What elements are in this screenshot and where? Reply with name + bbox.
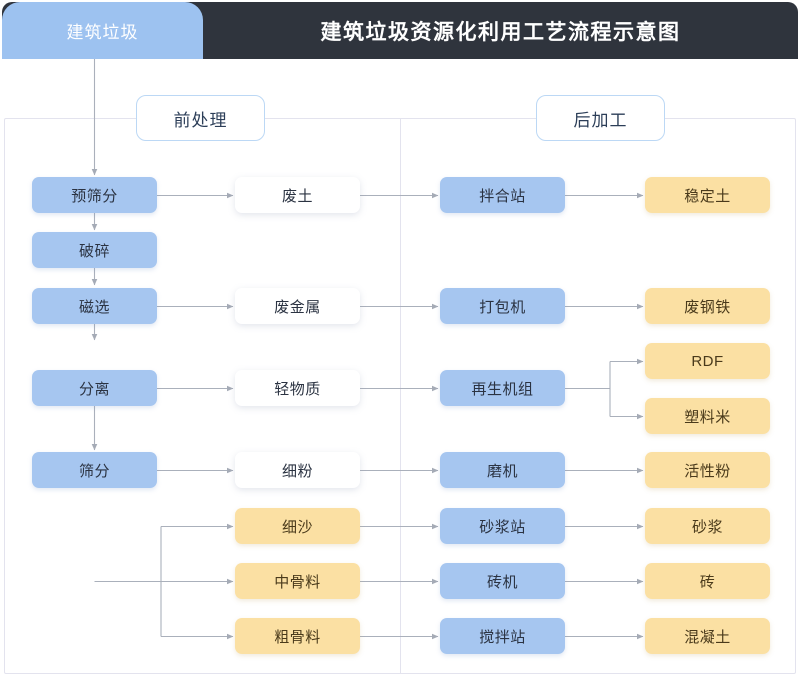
node-light-mat[interactable]: 轻物质	[235, 370, 360, 406]
node-waste-metal[interactable]: 废金属	[235, 288, 360, 324]
node-crush[interactable]: 破碎	[32, 232, 157, 268]
node-waste-soil[interactable]: 废土	[235, 177, 360, 213]
node-mixing-station[interactable]: 拌合站	[440, 177, 565, 213]
node-screen[interactable]: 筛分	[32, 452, 157, 488]
node-brick[interactable]: 砖	[645, 563, 770, 599]
node-magnetic[interactable]: 磁选	[32, 288, 157, 324]
node-baler[interactable]: 打包机	[440, 288, 565, 324]
node-coarse-agg[interactable]: 粗骨料	[235, 618, 360, 654]
node-mill[interactable]: 磨机	[440, 452, 565, 488]
section-divider	[400, 118, 401, 674]
node-batching-plant[interactable]: 搅拌站	[440, 618, 565, 654]
node-concrete[interactable]: 混凝土	[645, 618, 770, 654]
node-separate[interactable]: 分离	[32, 370, 157, 406]
section-label-pre-processing: 前处理	[136, 95, 265, 141]
node-pre-screen[interactable]: 预筛分	[32, 177, 157, 213]
node-mortar[interactable]: 砂浆	[645, 508, 770, 544]
page-title: 建筑垃圾资源化利用工艺流程示意图	[320, 20, 681, 44]
node-stabilized-soil[interactable]: 稳定土	[645, 177, 770, 213]
node-fine-sand[interactable]: 细沙	[235, 508, 360, 544]
section-label-post-processing: 后加工	[536, 95, 665, 141]
node-scrap-steel[interactable]: 废钢铁	[645, 288, 770, 324]
node-plastic-pellet[interactable]: 塑料米	[645, 398, 770, 434]
node-mid-agg[interactable]: 中骨料	[235, 563, 360, 599]
node-fine-powder[interactable]: 细粉	[235, 452, 360, 488]
node-rdf[interactable]: RDF	[645, 343, 770, 379]
node-brick-machine[interactable]: 砖机	[440, 563, 565, 599]
source-tab-construction-waste[interactable]: 建筑垃圾	[2, 2, 203, 59]
node-mortar-station[interactable]: 砂浆站	[440, 508, 565, 544]
node-recycling-unit[interactable]: 再生机组	[440, 370, 565, 406]
node-active-powder[interactable]: 活性粉	[645, 452, 770, 488]
